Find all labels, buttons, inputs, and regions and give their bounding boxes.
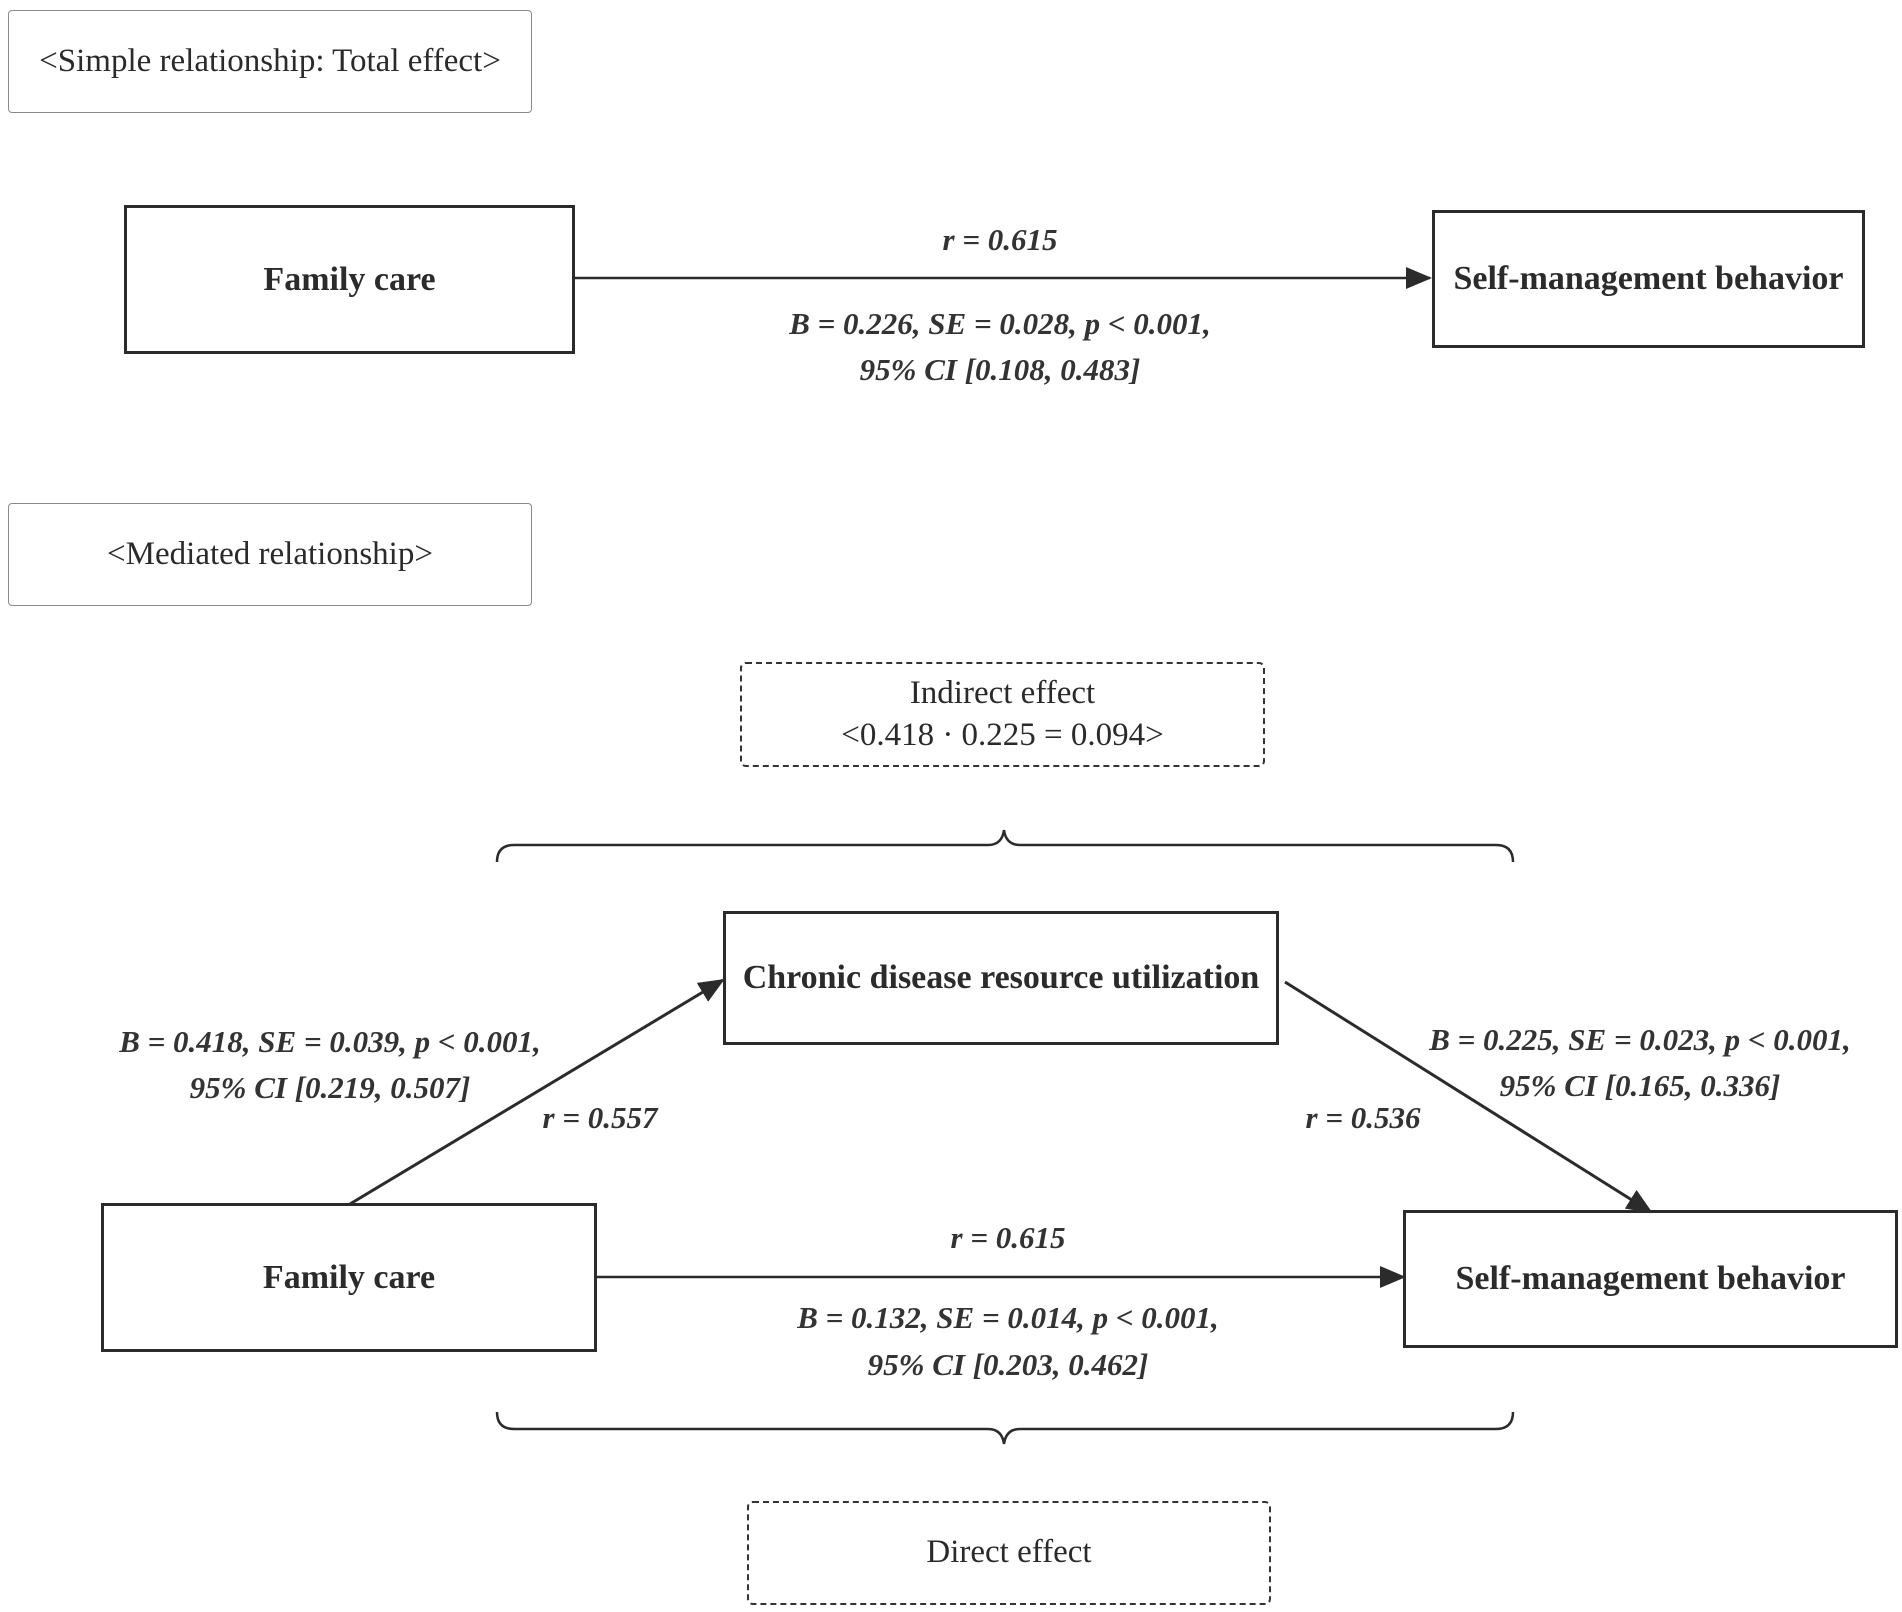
indirect-effect-brace (495, 829, 1515, 863)
mediated-relationship-heading: <Mediated relationship> (8, 503, 532, 606)
path-a-stats-line1: B = 0.418, SE = 0.039, p < 0.001, (119, 1024, 541, 1059)
direct-effect-box: Direct effect (747, 1501, 1271, 1605)
path-a-stats-line2: 95% CI [0.219, 0.507] (189, 1070, 471, 1105)
path-b-r-label: r = 0.536 (1305, 1100, 1421, 1135)
path-b-stats-line1: B = 0.225, SE = 0.023, p < 0.001, (1429, 1022, 1851, 1057)
self-management-box-mediated: Self-management behavior (1403, 1210, 1898, 1348)
simple-relationship-heading: <Simple relationship: Total effect> (8, 10, 532, 113)
path-a-r-label: r = 0.557 (542, 1100, 658, 1135)
path-b-arrow (1284, 980, 1653, 1214)
indirect-effect-box: Indirect effect <0.418 · 0.225 = 0.094> (740, 662, 1265, 767)
family-care-box-total: Family care (124, 205, 575, 354)
indirect-effect-formula: <0.418 · 0.225 = 0.094> (841, 716, 1164, 753)
total-effect-stats-line2: 95% CI [0.108, 0.483] (859, 352, 1141, 387)
mediator-box: Chronic disease resource utilization (723, 911, 1279, 1045)
total-effect-stats-line1: B = 0.226, SE = 0.028, p < 0.001, (789, 306, 1211, 341)
direct-effect-title: Direct effect (926, 1534, 1092, 1571)
path-c-r-label: r = 0.615 (950, 1220, 1066, 1255)
path-c-stats-line1: B = 0.132, SE = 0.014, p < 0.001, (797, 1300, 1219, 1335)
family-care-box-mediated: Family care (101, 1203, 597, 1352)
total-effect-r-label: r = 0.615 (942, 222, 1058, 257)
path-b-stats-line2: 95% CI [0.165, 0.336] (1499, 1068, 1781, 1103)
path-a-arrow (349, 978, 725, 1206)
indirect-effect-title: Indirect effect (909, 675, 1096, 712)
path-c-stats-line2: 95% CI [0.203, 0.462] (867, 1347, 1149, 1382)
self-management-box-total: Self-management behavior (1432, 210, 1865, 348)
direct-effect-brace (495, 1411, 1515, 1445)
